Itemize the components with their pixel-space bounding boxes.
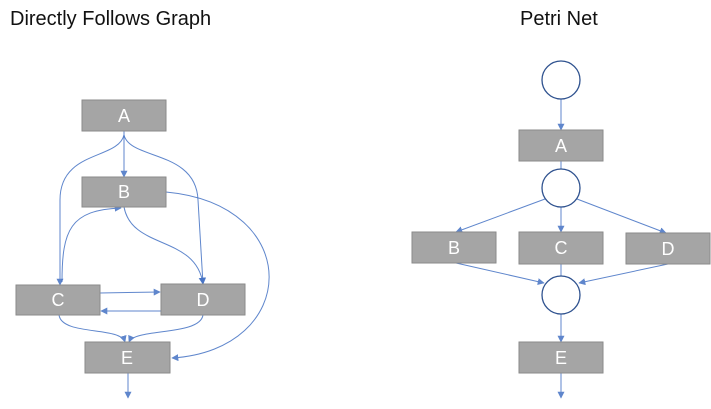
place-before-e [541,275,581,315]
node-label: C [52,290,65,310]
arc-d-p3 [578,263,669,286]
edge-c-e [58,314,127,343]
edge-a-c [56,134,125,286]
transition-label: E [555,348,567,368]
petri-transition-b: B [411,231,497,264]
petri-arcs [455,99,669,399]
place-after-a [541,168,581,208]
edge-c-d [99,288,161,296]
dfg-node-b: B [81,176,167,208]
arc-b-p3 [455,262,545,286]
petri-transition-a: A [518,129,604,162]
arc-p2-d [576,198,667,235]
node-label: A [118,106,130,126]
dfg-node-e: E [84,341,171,374]
edge-b-e [165,191,270,362]
petri-transition-e: E [518,341,604,374]
node-label: E [121,348,133,368]
place-start [541,60,581,100]
dfg-node-a: A [81,99,167,132]
edge-d-e [128,314,204,343]
petri-transition-d: D [625,232,711,265]
petri-net-title: Petri Net [520,8,598,30]
dfg-node-d: D [160,283,246,316]
transition-label: D [662,239,675,259]
dfg-title: Directly Follows Graph [10,8,212,30]
edge-c-b [61,204,122,283]
edge-a-d [123,134,207,285]
node-label: B [118,182,130,202]
dfg-node-c: C [15,284,101,316]
arc-p2-b [455,198,546,234]
edge-b-d [123,206,206,285]
petri-transition-c: C [518,231,604,265]
dfg-edges [56,131,270,399]
node-label: D [197,290,210,310]
transition-label: C [555,238,568,258]
transition-label: B [448,238,460,258]
transition-label: A [555,136,567,156]
